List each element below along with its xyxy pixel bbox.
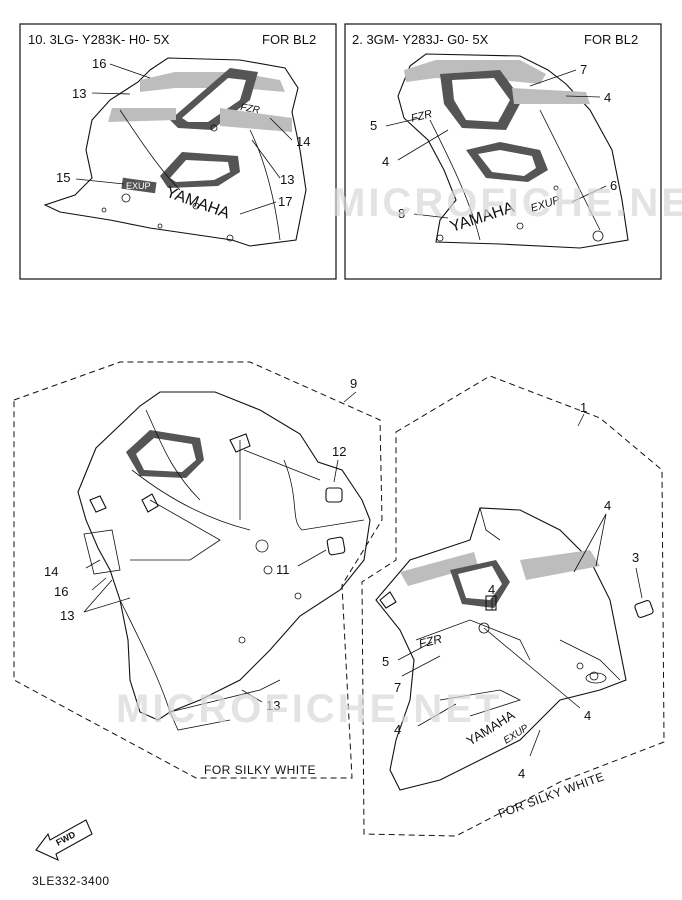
callout-13b: 13 <box>266 698 280 713</box>
inset-code: 10. 3LG- Y283K- H0- 5X <box>28 32 170 47</box>
grommet-3 <box>634 567 654 619</box>
callout-8: 8 <box>398 206 405 221</box>
callout-14: 14 <box>296 134 310 149</box>
callout-16: 16 <box>92 56 106 71</box>
fwd-label: FWD <box>54 829 77 848</box>
callout-16: 16 <box>54 584 68 599</box>
callout-5: 5 <box>370 118 377 133</box>
part-group-1: FZR YAMAHA EXUP 1 4 3 4 5 7 4 4 4 FOR SI… <box>361 375 665 837</box>
callout-4b: 4 <box>488 582 495 597</box>
note-silky-white: FOR SILKY WHITE <box>204 763 316 777</box>
callout-15: 15 <box>56 170 70 185</box>
decal-fzr: FZR <box>410 108 434 125</box>
callout-13: 13 <box>72 86 86 101</box>
part-group-9: 9 12 14 16 13 11 13 FOR SILKY WHITE <box>13 361 383 779</box>
leader-lines <box>83 391 357 703</box>
dashed-group-outline <box>361 375 665 837</box>
callout-4c: 4 <box>584 708 591 723</box>
grommet-11 <box>297 536 346 567</box>
forward-arrow: FWD <box>35 819 93 862</box>
inset-for-label: FOR BL2 <box>584 32 638 47</box>
watermark-bottom: MICROFICHE.NET <box>116 687 502 731</box>
callout-12: 12 <box>332 444 346 459</box>
diagram-code: 3LE332-3400 <box>32 874 110 888</box>
lower-cowling-panel: FZR YAMAHA EXUP <box>375 507 627 791</box>
inset-border <box>19 23 337 280</box>
callout-5: 5 <box>382 654 389 669</box>
watermark-top: MICROFICHE.NET <box>332 181 682 225</box>
callout-14: 14 <box>44 564 58 579</box>
callout-4: 4 <box>604 90 611 105</box>
callout-11: 11 <box>276 562 290 577</box>
callout-7: 7 <box>580 62 587 77</box>
callout-6: 6 <box>610 178 617 193</box>
callout-7: 7 <box>394 680 401 695</box>
dashed-group-outline <box>13 361 383 779</box>
inset-box-right: 2. 3GM- Y283J- G0- 5X FOR BL2 FZR YAMAHA… <box>344 23 662 280</box>
inset-box-left: 10. 3LG- Y283K- H0- 5X FOR BL2 EXUP FZR … <box>19 23 337 280</box>
leader-lines <box>385 69 607 219</box>
note-silky-white: FOR SILKY WHITE <box>496 769 606 820</box>
callout-4d: 4 <box>394 722 401 737</box>
upper-cowling-panel <box>77 391 371 731</box>
callout-4e: 4 <box>518 766 525 781</box>
callout-3: 3 <box>632 550 639 565</box>
inset-for-label: FOR BL2 <box>262 32 316 47</box>
callout-1: 1 <box>580 400 587 415</box>
callout-9: 9 <box>350 376 357 391</box>
decal-exup: EXUP <box>126 181 151 191</box>
leader-lines <box>75 63 293 215</box>
inset-code: 2. 3GM- Y283J- G0- 5X <box>352 32 489 47</box>
grommet-12 <box>325 459 343 503</box>
callout-4b: 4 <box>382 154 389 169</box>
decal-fzr: FZR <box>239 102 260 116</box>
callout-13b: 13 <box>280 172 294 187</box>
callout-13: 13 <box>60 608 74 623</box>
leader-lines <box>397 413 607 757</box>
callout-4: 4 <box>604 498 611 513</box>
watermarks: MICROFICHE.NET MICROFICHE.NET <box>116 181 682 731</box>
callout-17: 17 <box>278 194 292 209</box>
